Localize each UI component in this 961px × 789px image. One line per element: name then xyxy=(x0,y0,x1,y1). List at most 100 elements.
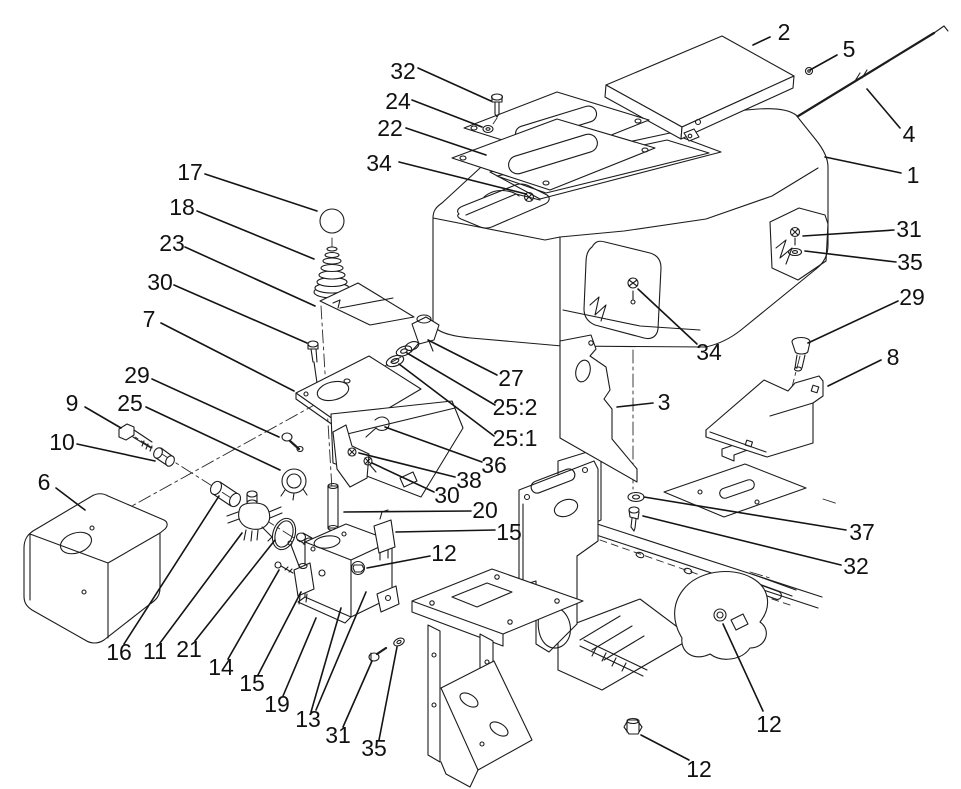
part-washer-35-bottom xyxy=(393,637,405,647)
part-bushing-10 xyxy=(153,447,175,467)
part-valve-11 xyxy=(226,490,283,542)
callout-20: 20 xyxy=(472,497,498,523)
part-base-plate-cluster xyxy=(330,400,464,498)
part-hook-36 xyxy=(365,416,390,438)
callout-18: 18 xyxy=(169,194,195,220)
leader-line-29r xyxy=(807,300,899,344)
leader-line-25-1 xyxy=(398,363,495,437)
part-screw-34-right xyxy=(627,277,639,305)
leader-line-34r xyxy=(637,288,698,345)
callout-31r: 31 xyxy=(896,216,922,242)
callout-38: 38 xyxy=(456,467,482,493)
part-console-plate-7 xyxy=(295,355,422,438)
part-bolt-12-mid xyxy=(350,560,366,576)
leader-line-35r xyxy=(804,250,897,263)
callout-36: 36 xyxy=(481,452,507,478)
part-switch-15-left xyxy=(293,562,315,605)
leader-line-34t xyxy=(398,161,527,195)
leader-line-31r xyxy=(802,229,895,237)
part-screw-38 xyxy=(347,447,357,457)
callout-25-2: 25:2 xyxy=(493,394,538,420)
leader-line-17 xyxy=(204,173,318,212)
part-screw-34-top xyxy=(523,191,535,203)
callout-9: 9 xyxy=(66,390,79,416)
callout-13: 13 xyxy=(295,706,321,732)
callout-30m: 30 xyxy=(434,482,460,508)
leader-line-37 xyxy=(643,496,847,531)
leader-line-10 xyxy=(76,443,156,462)
part-ring-21 xyxy=(271,517,306,573)
part-boot-plate-23 xyxy=(319,282,415,326)
part-frame-slotted-plate xyxy=(663,463,807,518)
leader-line-23 xyxy=(184,246,316,307)
leader-line-36 xyxy=(384,426,483,463)
part-pin-20 xyxy=(327,482,339,532)
callout-22: 22 xyxy=(377,115,403,141)
callout-29r: 29 xyxy=(899,284,925,310)
leader-line-15l xyxy=(257,591,302,676)
leader-line-24 xyxy=(411,99,483,128)
leader-line-35b xyxy=(378,646,398,741)
part-lower-bracket xyxy=(411,568,584,788)
centerline xyxy=(822,498,839,505)
part-frame-deck-right xyxy=(674,571,769,660)
part-mount-block-13 xyxy=(297,523,400,624)
centerline xyxy=(75,356,402,538)
callout-25l: 25 xyxy=(117,390,143,416)
leader-line-5 xyxy=(809,54,838,71)
callout-10: 10 xyxy=(49,429,75,455)
leader-line-12r xyxy=(722,623,764,712)
callout-15l: 15 xyxy=(239,670,265,696)
leader-line-25-2 xyxy=(406,352,496,406)
part-frame-deck-left xyxy=(557,598,693,691)
callout-35r: 35 xyxy=(897,249,923,275)
leader-line-7 xyxy=(160,322,295,392)
leader-line-31b xyxy=(342,660,373,728)
leader-line-16 xyxy=(123,495,220,645)
leader-line-11 xyxy=(159,532,243,644)
part-shield-3 xyxy=(559,334,638,483)
leader-line-21 xyxy=(194,539,276,642)
part-screw-14 xyxy=(274,561,294,574)
centerline xyxy=(749,571,771,579)
callout-15m: 15 xyxy=(496,519,522,545)
part-knob-29-right xyxy=(791,336,811,372)
part-washer-35-right xyxy=(787,247,803,257)
part-side-cover-6 xyxy=(23,493,168,644)
leader-line-13 xyxy=(315,591,367,711)
part-nut-12-bottom xyxy=(623,717,643,735)
leader-line-30m xyxy=(371,462,435,493)
part-control-rod-4 xyxy=(789,25,949,123)
callout-34t: 34 xyxy=(366,150,392,176)
part-washers-25-2 xyxy=(395,340,420,357)
callout-29l: 29 xyxy=(124,362,150,388)
callout-14: 14 xyxy=(208,654,234,680)
part-bolt-12-right xyxy=(713,608,727,622)
part-washer-37 xyxy=(627,491,645,503)
callout-32r: 32 xyxy=(843,553,869,579)
leader-line-38 xyxy=(358,452,456,478)
leader-line-29l xyxy=(151,378,280,438)
callout-17: 17 xyxy=(177,159,203,185)
callout-1: 1 xyxy=(907,162,920,188)
leader-line-19 xyxy=(282,617,317,697)
part-washer-25-1 xyxy=(385,354,405,368)
callout-8: 8 xyxy=(887,344,900,370)
callout-3: 3 xyxy=(658,389,671,415)
callout-16: 16 xyxy=(106,639,132,665)
leader-line-14 xyxy=(227,569,280,660)
part-shift-boot-18 xyxy=(313,246,351,299)
leader-lines-layer xyxy=(55,36,902,761)
callout-21: 21 xyxy=(176,636,202,662)
part-panel-8 xyxy=(705,375,824,458)
part-clamp-27 xyxy=(410,314,440,353)
callout-7: 7 xyxy=(143,306,156,332)
callout-11: 11 xyxy=(143,638,167,664)
part-bolt-9 xyxy=(118,423,153,452)
leader-line-12m xyxy=(366,555,431,569)
part-screw-31-right xyxy=(789,226,801,246)
callout-37: 37 xyxy=(849,519,875,545)
callout-5: 5 xyxy=(843,36,856,62)
